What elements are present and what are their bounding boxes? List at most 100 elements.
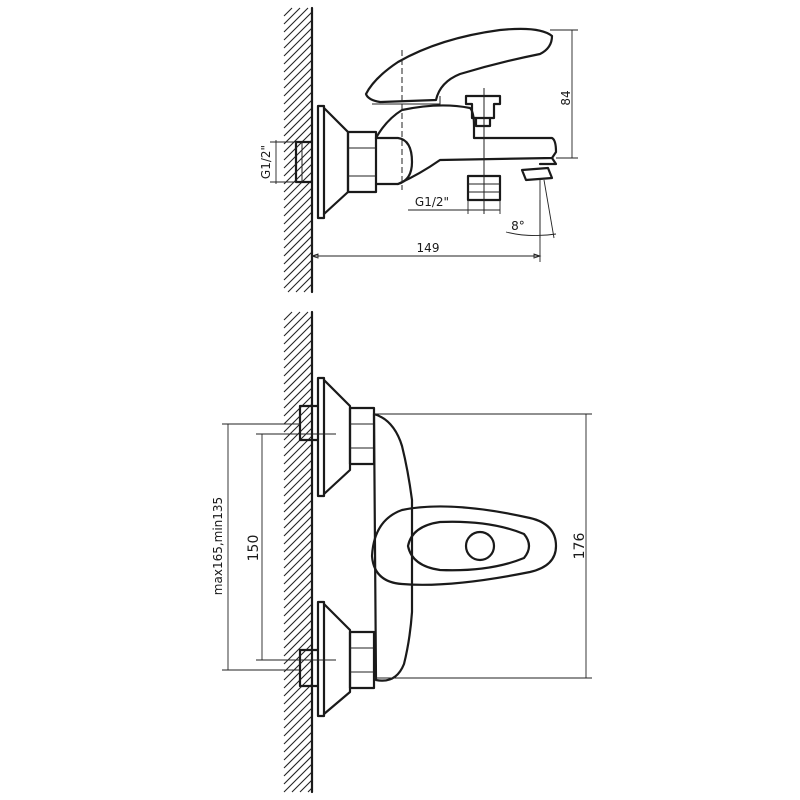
hatch-line bbox=[283, 619, 313, 649]
hatch-line bbox=[283, 515, 313, 545]
side-hex-nut bbox=[346, 130, 378, 194]
hatch-line bbox=[283, 171, 313, 201]
side-body-connector bbox=[374, 136, 414, 186]
hatch-line bbox=[283, 115, 313, 145]
hatch-line bbox=[283, 739, 313, 769]
hatch-line bbox=[283, 19, 313, 49]
hatch-line bbox=[283, 595, 313, 625]
hatch-line bbox=[283, 259, 313, 289]
hatch-line bbox=[283, 311, 301, 329]
hatch-line bbox=[287, 267, 313, 293]
hatch-line bbox=[291, 771, 313, 793]
front-lower-inlet bbox=[298, 600, 376, 718]
hatch-line bbox=[283, 715, 313, 745]
hatch-line bbox=[283, 35, 313, 65]
hatch-line bbox=[283, 155, 313, 185]
front-lever-handle bbox=[370, 505, 558, 586]
hatch-line bbox=[283, 323, 313, 353]
hatch-line bbox=[283, 539, 313, 569]
hatch-line bbox=[283, 75, 313, 105]
dim-thread-left: G1/2" bbox=[259, 140, 302, 184]
hatch-line bbox=[303, 283, 313, 293]
front-lever-inset bbox=[406, 520, 531, 572]
hatch-line bbox=[283, 371, 313, 401]
hatch-line bbox=[283, 7, 293, 17]
hatch-line bbox=[283, 555, 313, 585]
hatch-line bbox=[283, 451, 313, 481]
hatch-line bbox=[283, 7, 301, 25]
hatch-line bbox=[283, 227, 313, 257]
hatch-line bbox=[283, 131, 313, 161]
thread-bottom-label: G1/2" bbox=[415, 195, 449, 209]
hatch-line bbox=[283, 747, 313, 777]
hatch-line bbox=[283, 699, 313, 729]
hatch-line bbox=[283, 523, 313, 553]
hatch-line bbox=[283, 731, 313, 761]
hatch-line bbox=[283, 219, 313, 249]
hatch-line bbox=[283, 459, 313, 489]
hatch-line bbox=[283, 475, 313, 505]
hatch-line bbox=[283, 51, 313, 81]
hatch-line bbox=[283, 331, 313, 361]
dim-spacing-150: 150 bbox=[246, 433, 336, 661]
dim-spacing-label: 150 bbox=[246, 535, 262, 562]
hatch-line bbox=[283, 755, 313, 785]
side-flange-cone bbox=[322, 106, 350, 216]
hatch-line bbox=[283, 635, 313, 665]
angle-label: 8° bbox=[511, 219, 525, 233]
hatch-line bbox=[283, 251, 313, 281]
side-flange bbox=[316, 104, 326, 220]
side-wall-hatch bbox=[283, 7, 313, 293]
front-view: 176 150 max165,min135 bbox=[211, 310, 592, 794]
hatch-line bbox=[283, 691, 313, 721]
hatch-line bbox=[283, 427, 313, 457]
front-diverter-knob bbox=[464, 530, 496, 562]
hatch-line bbox=[283, 651, 313, 681]
hatch-line bbox=[283, 355, 313, 385]
dim-width-label: 176 bbox=[572, 533, 588, 560]
hatch-line bbox=[283, 67, 313, 97]
side-spout-outlet bbox=[520, 166, 554, 182]
hatch-line bbox=[283, 11, 313, 41]
hatch-line bbox=[283, 379, 313, 409]
hatch-line bbox=[283, 211, 313, 241]
hatch-line bbox=[283, 483, 313, 513]
hatch-line bbox=[283, 643, 313, 673]
hatch-line bbox=[283, 467, 313, 497]
hatch-line bbox=[283, 59, 313, 89]
hatch-line bbox=[283, 579, 313, 609]
hatch-line bbox=[283, 187, 313, 217]
hatch-line bbox=[283, 683, 313, 713]
hatch-line bbox=[283, 139, 313, 169]
hatch-line bbox=[283, 499, 313, 529]
hatch-line bbox=[283, 531, 313, 561]
dim-thread-bottom: G1/2" bbox=[408, 195, 501, 214]
hatch-line bbox=[283, 163, 313, 193]
dim-angle: 8° bbox=[505, 179, 557, 239]
hatch-line bbox=[283, 315, 313, 345]
hatch-line bbox=[283, 763, 313, 793]
dim-length-label: 149 bbox=[417, 241, 440, 255]
hatch-line bbox=[299, 779, 313, 793]
hatch-line bbox=[283, 491, 313, 521]
hatch-line bbox=[283, 403, 313, 433]
dim-spacing-range-label: max165,min135 bbox=[211, 497, 225, 595]
hatch-line bbox=[283, 91, 313, 121]
dim-spacing-range: max165,min135 bbox=[211, 423, 300, 671]
hatch-line bbox=[295, 275, 313, 293]
hatch-line bbox=[283, 411, 313, 441]
dim-height-label: 84 bbox=[559, 90, 573, 105]
hatch-line bbox=[283, 395, 313, 425]
thread-left-label: G1/2" bbox=[259, 145, 273, 179]
dim-length-149: 149 bbox=[310, 200, 542, 262]
hatch-line bbox=[283, 7, 309, 33]
side-view: 84 149 G1/2" G1/2" 8° bbox=[259, 6, 578, 294]
hatch-line bbox=[283, 443, 313, 473]
hatch-line bbox=[283, 195, 313, 225]
hatch-line bbox=[283, 347, 313, 377]
hatch-line bbox=[283, 179, 313, 209]
hatch-line bbox=[283, 235, 313, 265]
hatch-line bbox=[283, 43, 313, 73]
hatch-line bbox=[283, 603, 313, 633]
